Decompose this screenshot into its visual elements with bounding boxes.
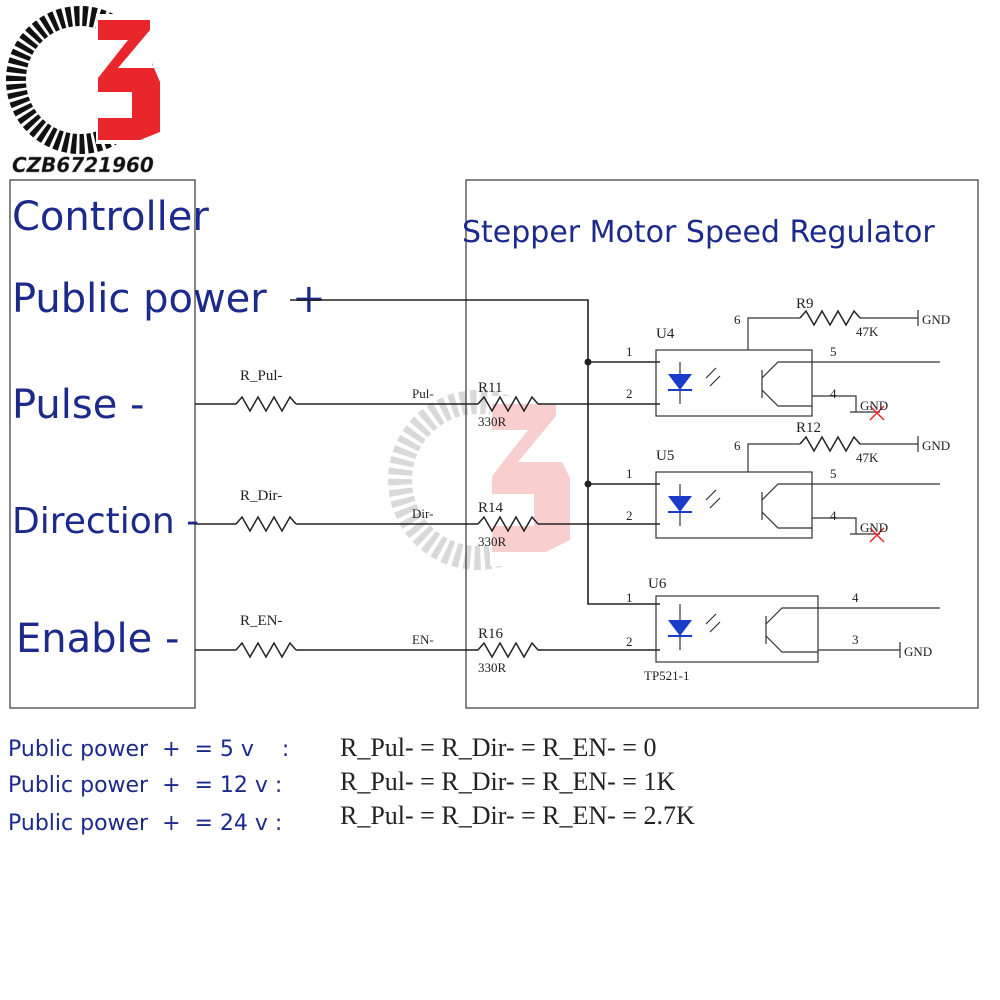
- resistor-r16: [477, 642, 539, 658]
- r16-value: 330R: [478, 660, 507, 675]
- note-left: Public power + = 5 v :: [8, 737, 289, 762]
- resistor-r-en: [235, 642, 297, 658]
- part-number: TP521-1: [644, 668, 690, 683]
- u6-pin3: 3: [852, 632, 859, 647]
- optocoupler-u4: [655, 310, 940, 421]
- u6-label: U6: [648, 576, 667, 592]
- gnd-label: GND: [922, 438, 950, 453]
- note-left: Public power + = 24 v :: [8, 811, 282, 836]
- u5-pin6: 6: [734, 438, 741, 453]
- controller-title: Controller: [12, 194, 209, 240]
- power-wire: [290, 299, 660, 605]
- dir-signal-label: Dir-: [412, 506, 433, 521]
- en-signal-label: EN-: [412, 632, 434, 647]
- regulator-box: [465, 179, 979, 709]
- regulator-title: Stepper Motor Speed Regulator: [462, 215, 935, 250]
- gnd-label: GND: [922, 312, 950, 327]
- gnd-label: GND: [904, 644, 932, 659]
- u4-pin4: 4: [830, 386, 837, 401]
- u4-pin1: 1: [626, 344, 633, 359]
- u5-pin1: 1: [626, 466, 633, 481]
- u5-pin5: 5: [830, 466, 837, 481]
- power-label: Public power +: [12, 276, 326, 322]
- r14-label: R14: [478, 500, 504, 516]
- u4-pin5: 5: [830, 344, 837, 359]
- watermark-logo: [388, 390, 570, 570]
- r12-label: R12: [796, 420, 821, 436]
- gnd-label: GND: [860, 398, 888, 413]
- note-right: R_Pul- = R_Dir- = R_EN- = 0: [340, 733, 656, 762]
- pul-signal-label: Pul-: [412, 386, 434, 401]
- r11-label: R11: [478, 380, 502, 396]
- u6-pin4: 4: [852, 590, 859, 605]
- note-right: R_Pul- = R_Dir- = R_EN- = 2.7K: [340, 801, 695, 830]
- r-en-label: R_EN-: [240, 613, 283, 629]
- resistor-r-dir: [235, 516, 297, 532]
- note-right: R_Pul- = R_Dir- = R_EN- = 1K: [340, 767, 675, 796]
- u4-label: U4: [656, 326, 675, 342]
- note-left: Public power + = 12 v :: [8, 773, 282, 798]
- u5-pin2: 2: [626, 508, 633, 523]
- u5-pin4: 4: [830, 508, 837, 523]
- resistor-r-pul: [235, 396, 297, 412]
- brand-logo: [6, 6, 160, 154]
- brand-text: CZB6721960: [12, 153, 154, 177]
- optocoupler-u5: [655, 436, 940, 543]
- r-pul-label: R_Pul-: [240, 368, 283, 384]
- r14-value: 330R: [478, 534, 507, 549]
- resistor-r9: [799, 310, 861, 326]
- enable-label: Enable -: [16, 616, 179, 662]
- optocoupler-u6: [655, 595, 940, 663]
- pulse-label: Pulse -: [12, 382, 144, 428]
- u4-pin6: 6: [734, 312, 741, 327]
- direction-label: Direction -: [12, 501, 199, 542]
- u4-pin2: 2: [626, 386, 633, 401]
- r16-label: R16: [478, 626, 504, 642]
- controller-box: [9, 179, 196, 709]
- u6-pin1: 1: [626, 590, 633, 605]
- r9-value: 47K: [856, 324, 879, 339]
- r-dir-label: R_Dir-: [240, 488, 282, 504]
- resistor-r12: [799, 436, 861, 452]
- gnd-label: GND: [860, 520, 888, 535]
- r9-label: R9: [796, 296, 814, 312]
- u5-label: U5: [656, 448, 674, 464]
- r11-value: 330R: [478, 414, 507, 429]
- r12-value: 47K: [856, 450, 879, 465]
- u6-pin2: 2: [626, 634, 633, 649]
